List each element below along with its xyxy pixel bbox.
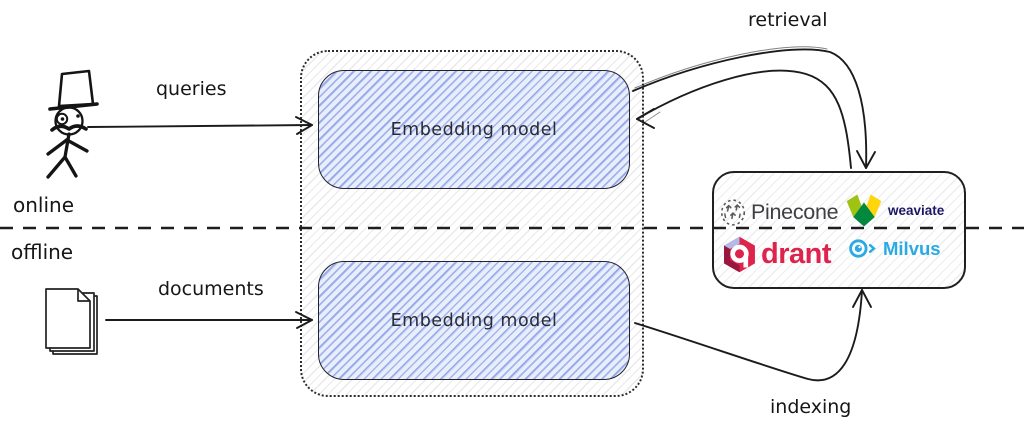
pinecone-label: Pinecone: [751, 199, 839, 224]
embedding-model-label: Embedding model: [390, 119, 558, 140]
retrieval-arrow-to-db: [632, 46, 876, 169]
online-zone-label: online: [13, 193, 75, 217]
embedding-model-box-offline: Embedding model: [318, 261, 630, 380]
embedding-model-label: Embedding model: [390, 310, 558, 331]
qdrant-icon: [724, 236, 755, 273]
weaviate-label: weaviate: [888, 203, 945, 218]
pinecone-logo: Pinecone: [718, 197, 839, 227]
retrieval-flow-label: retrieval: [748, 9, 828, 31]
queries-flow-label: queries: [156, 78, 227, 100]
pinecone-icon: [720, 199, 746, 226]
weaviate-logo: weaviate: [844, 193, 944, 228]
weaviate-icon: [846, 194, 882, 227]
user-icon: [46, 69, 99, 179]
documents-flow-label: documents: [158, 278, 264, 300]
milvus-label: Milvus: [883, 237, 941, 259]
qdrant-logo: drant: [719, 234, 832, 275]
offline-zone-label: offline: [11, 240, 74, 264]
qdrant-label: drant: [761, 238, 832, 270]
queries-arrow: [87, 116, 313, 135]
indexing-flow-label: indexing: [770, 396, 852, 418]
documents-arrow: [105, 311, 313, 329]
retrieval-arrow-to-embedding: [636, 69, 852, 169]
embedding-model-box-online: Embedding model: [318, 70, 630, 189]
indexing-arrow: [634, 289, 872, 382]
vector-db-box: Pinecone weaviate drant: [712, 171, 966, 289]
documents-icon: [45, 288, 98, 355]
milvus-logo: Milvus: [848, 237, 941, 260]
milvus-icon: [849, 239, 876, 258]
